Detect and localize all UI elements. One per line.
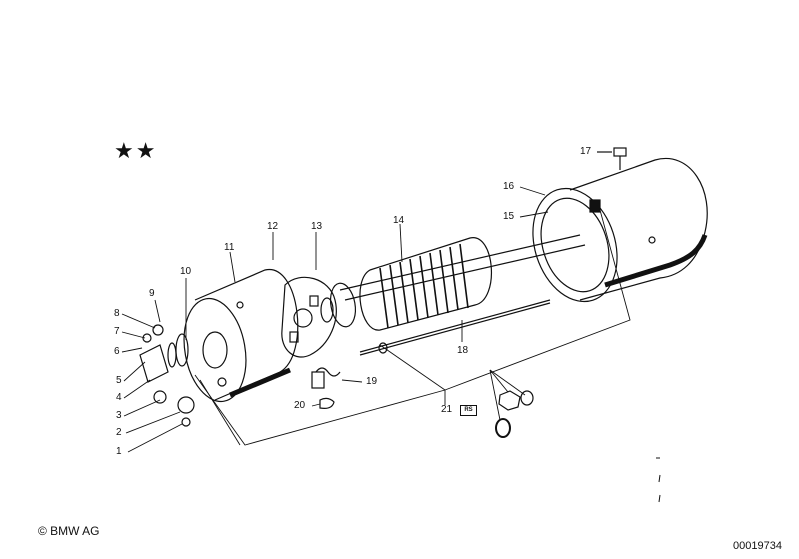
callout-13: 13 <box>311 221 323 232</box>
callout-20: 20 <box>294 400 306 411</box>
callout-9: 9 <box>149 288 155 299</box>
through-bolt <box>359 299 551 356</box>
callout-5: 5 <box>116 375 122 386</box>
callout-1: 1 <box>116 446 122 457</box>
callout-3: 3 <box>116 410 122 421</box>
callout-21: 21 <box>441 404 453 415</box>
callout-2: 2 <box>116 427 122 438</box>
callout-18: 18 <box>457 345 469 356</box>
rs-badge: RS <box>460 405 477 416</box>
callout-14: 14 <box>393 215 405 226</box>
small-parts <box>139 324 195 427</box>
screw <box>597 147 627 170</box>
callout-16: 16 <box>503 181 515 192</box>
copyright-notice: © BMW AG <box>38 524 100 538</box>
callout-7: 7 <box>114 326 120 337</box>
brush-spring <box>311 367 341 409</box>
callout-4: 4 <box>116 392 122 403</box>
callout-17: 17 <box>580 146 592 157</box>
callout-6: 6 <box>114 346 120 357</box>
series-stars: ★★ <box>114 138 158 163</box>
callout-12: 12 <box>267 221 279 232</box>
armature <box>320 234 586 331</box>
callout-8: 8 <box>114 308 120 319</box>
diagram-id: 00019734 <box>733 540 782 552</box>
callout-19: 19 <box>366 376 378 387</box>
brush-plate <box>281 276 337 358</box>
pole-housing <box>532 157 708 303</box>
leader-lines <box>121 186 631 453</box>
callout-10: 10 <box>180 266 192 277</box>
callout-11: 11 <box>224 242 235 253</box>
tick-marks <box>656 457 661 503</box>
end-bearing <box>183 269 299 403</box>
cap-and-ring <box>495 390 534 438</box>
callout-15: 15 <box>503 211 515 222</box>
